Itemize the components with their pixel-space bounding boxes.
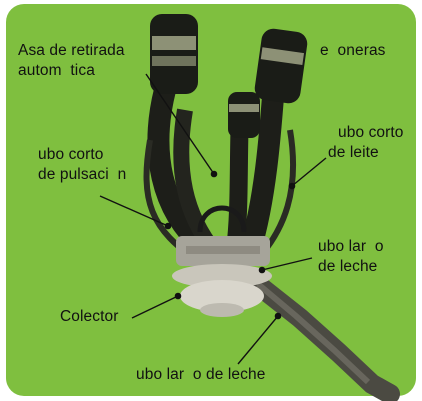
pointer-dot-leite	[289, 183, 294, 188]
teat-cup-left	[150, 14, 198, 94]
label-pulsacion-line2: de pulsaci n	[38, 166, 126, 184]
pointer-colector	[132, 296, 178, 318]
pointer-largo-bottom	[238, 316, 278, 364]
label-colector: Colector	[60, 308, 119, 326]
pointer-dot-largo-right	[259, 267, 264, 272]
label-largo-right-line2: de leche	[318, 258, 377, 276]
pointer-leite	[292, 158, 326, 186]
label-leite-line1: ubo corto	[338, 124, 404, 142]
pointer-dot-asa	[211, 171, 216, 176]
collector-body	[172, 236, 272, 317]
teat-cup-middle	[228, 92, 260, 138]
label-asa-line1: Asa de retirada	[18, 42, 125, 60]
pointer-pulsacion	[100, 196, 168, 226]
pointer-dot-colector	[175, 293, 180, 298]
label-teteras: e oneras	[320, 42, 386, 60]
label-leite-line2: de leite	[328, 144, 379, 162]
long-milk-tube-highlight	[258, 284, 368, 382]
label-asa-line2: autom tica	[18, 62, 95, 80]
label-largo-right-line1: ubo lar o	[318, 238, 384, 256]
label-pulsacion-line1: ubo corto	[38, 146, 104, 164]
pointer-dot-largo-bottom	[275, 313, 280, 318]
teat-cup-right	[253, 27, 309, 105]
pointer-dot-pulsacion	[165, 223, 170, 228]
label-largo-bottom: ubo lar o de leche	[136, 366, 265, 384]
